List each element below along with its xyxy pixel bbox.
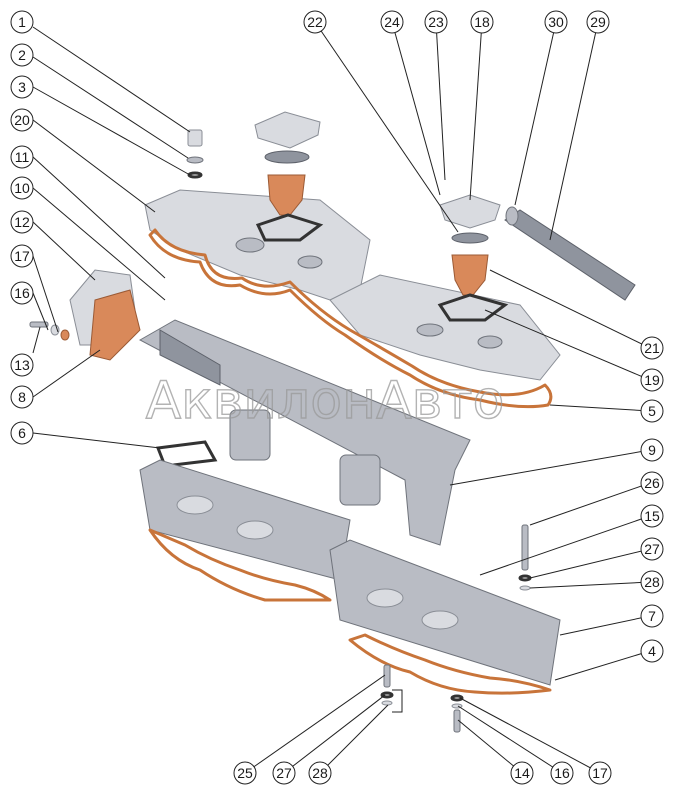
callout-18: 18 xyxy=(470,10,494,34)
svg-text:29: 29 xyxy=(590,14,606,30)
lower-gasket-left xyxy=(148,528,332,602)
callout-24: 24 xyxy=(380,10,404,34)
callout-20: 20 xyxy=(10,108,34,132)
svg-text:22: 22 xyxy=(307,14,323,30)
svg-text:14: 14 xyxy=(514,765,530,781)
svg-text:1: 1 xyxy=(18,14,26,30)
svg-text:17: 17 xyxy=(14,248,30,264)
callout-5: 5 xyxy=(640,399,664,423)
svg-text:18: 18 xyxy=(474,14,490,30)
svg-text:13: 13 xyxy=(14,357,30,373)
svg-text:28: 28 xyxy=(644,574,660,590)
callout-23: 23 xyxy=(424,10,448,34)
svg-text:10: 10 xyxy=(14,180,30,196)
svg-text:7: 7 xyxy=(648,608,656,624)
callout-28-right: 28 xyxy=(640,570,664,594)
callout-21: 21 xyxy=(640,336,664,360)
callout-3: 3 xyxy=(10,75,34,99)
callout-14: 14 xyxy=(510,761,534,785)
small-parts-left xyxy=(29,321,70,341)
callouts: 1 2 3 20 11 10 12 17 16 13 8 6 22 24 23 … xyxy=(10,10,664,785)
callout-13: 13 xyxy=(10,353,34,377)
svg-text:11: 11 xyxy=(15,149,30,165)
svg-text:15: 15 xyxy=(644,508,660,524)
callout-17-left: 17 xyxy=(10,244,34,268)
callout-6: 6 xyxy=(10,421,34,445)
callout-22: 22 xyxy=(303,10,327,34)
pipe-29 xyxy=(504,206,636,301)
callout-2: 2 xyxy=(10,43,34,67)
svg-text:2: 2 xyxy=(18,47,26,63)
manifold-pipe xyxy=(138,319,471,546)
svg-text:20: 20 xyxy=(14,112,30,128)
lower-gasket-right xyxy=(348,633,552,695)
callout-26: 26 xyxy=(640,471,664,495)
thermostat-left xyxy=(254,111,324,242)
callout-4: 4 xyxy=(640,639,664,663)
svg-text:4: 4 xyxy=(648,643,656,659)
callout-16-left: 16 xyxy=(10,281,34,305)
svg-text:26: 26 xyxy=(644,475,660,491)
svg-text:8: 8 xyxy=(18,389,26,405)
svg-text:5: 5 xyxy=(648,403,656,419)
callout-28-bottom: 28 xyxy=(308,761,332,785)
svg-text:17: 17 xyxy=(592,765,608,781)
callout-27-right: 27 xyxy=(640,537,664,561)
svg-text:12: 12 xyxy=(14,214,30,230)
callout-1: 1 xyxy=(10,10,34,34)
callout-8: 8 xyxy=(10,385,34,409)
svg-text:9: 9 xyxy=(648,442,656,458)
lower-manifold xyxy=(139,459,561,686)
svg-text:16: 16 xyxy=(554,765,570,781)
callout-19: 19 xyxy=(640,368,664,392)
small-parts-top xyxy=(186,129,204,179)
leader-lines xyxy=(32,21,651,774)
watermark-text: АквилонАвто xyxy=(146,371,505,431)
valve-cover xyxy=(144,189,561,381)
svg-text:19: 19 xyxy=(644,372,660,388)
bolt-26 xyxy=(518,524,532,591)
callout-7: 7 xyxy=(640,604,664,628)
svg-text:16: 16 xyxy=(14,285,30,301)
callout-12: 12 xyxy=(10,210,34,234)
callout-11: 11 xyxy=(10,145,34,169)
bolt-14 xyxy=(450,694,464,733)
svg-text:6: 6 xyxy=(18,425,26,441)
svg-text:28: 28 xyxy=(312,765,328,781)
svg-text:21: 21 xyxy=(644,340,660,356)
elbow-housing xyxy=(69,269,141,361)
callout-15: 15 xyxy=(640,504,664,528)
callout-25: 25 xyxy=(233,761,257,785)
callout-29: 29 xyxy=(586,10,610,34)
callout-9: 9 xyxy=(640,438,664,462)
svg-text:27: 27 xyxy=(276,765,292,781)
gasket-6 xyxy=(155,440,218,468)
svg-text:23: 23 xyxy=(428,14,444,30)
callout-30: 30 xyxy=(544,10,568,34)
svg-text:30: 30 xyxy=(548,14,564,30)
callout-17-bottom: 17 xyxy=(588,761,612,785)
svg-text:3: 3 xyxy=(18,79,26,95)
svg-text:24: 24 xyxy=(384,14,400,30)
bolt-25 xyxy=(380,664,394,706)
svg-text:25: 25 xyxy=(237,765,253,781)
callout-10: 10 xyxy=(10,176,34,200)
svg-text:27: 27 xyxy=(644,541,660,557)
callout-27-bottom: 27 xyxy=(272,761,296,785)
callout-16-bottom: 16 xyxy=(550,761,574,785)
cover-gasket xyxy=(148,228,553,409)
